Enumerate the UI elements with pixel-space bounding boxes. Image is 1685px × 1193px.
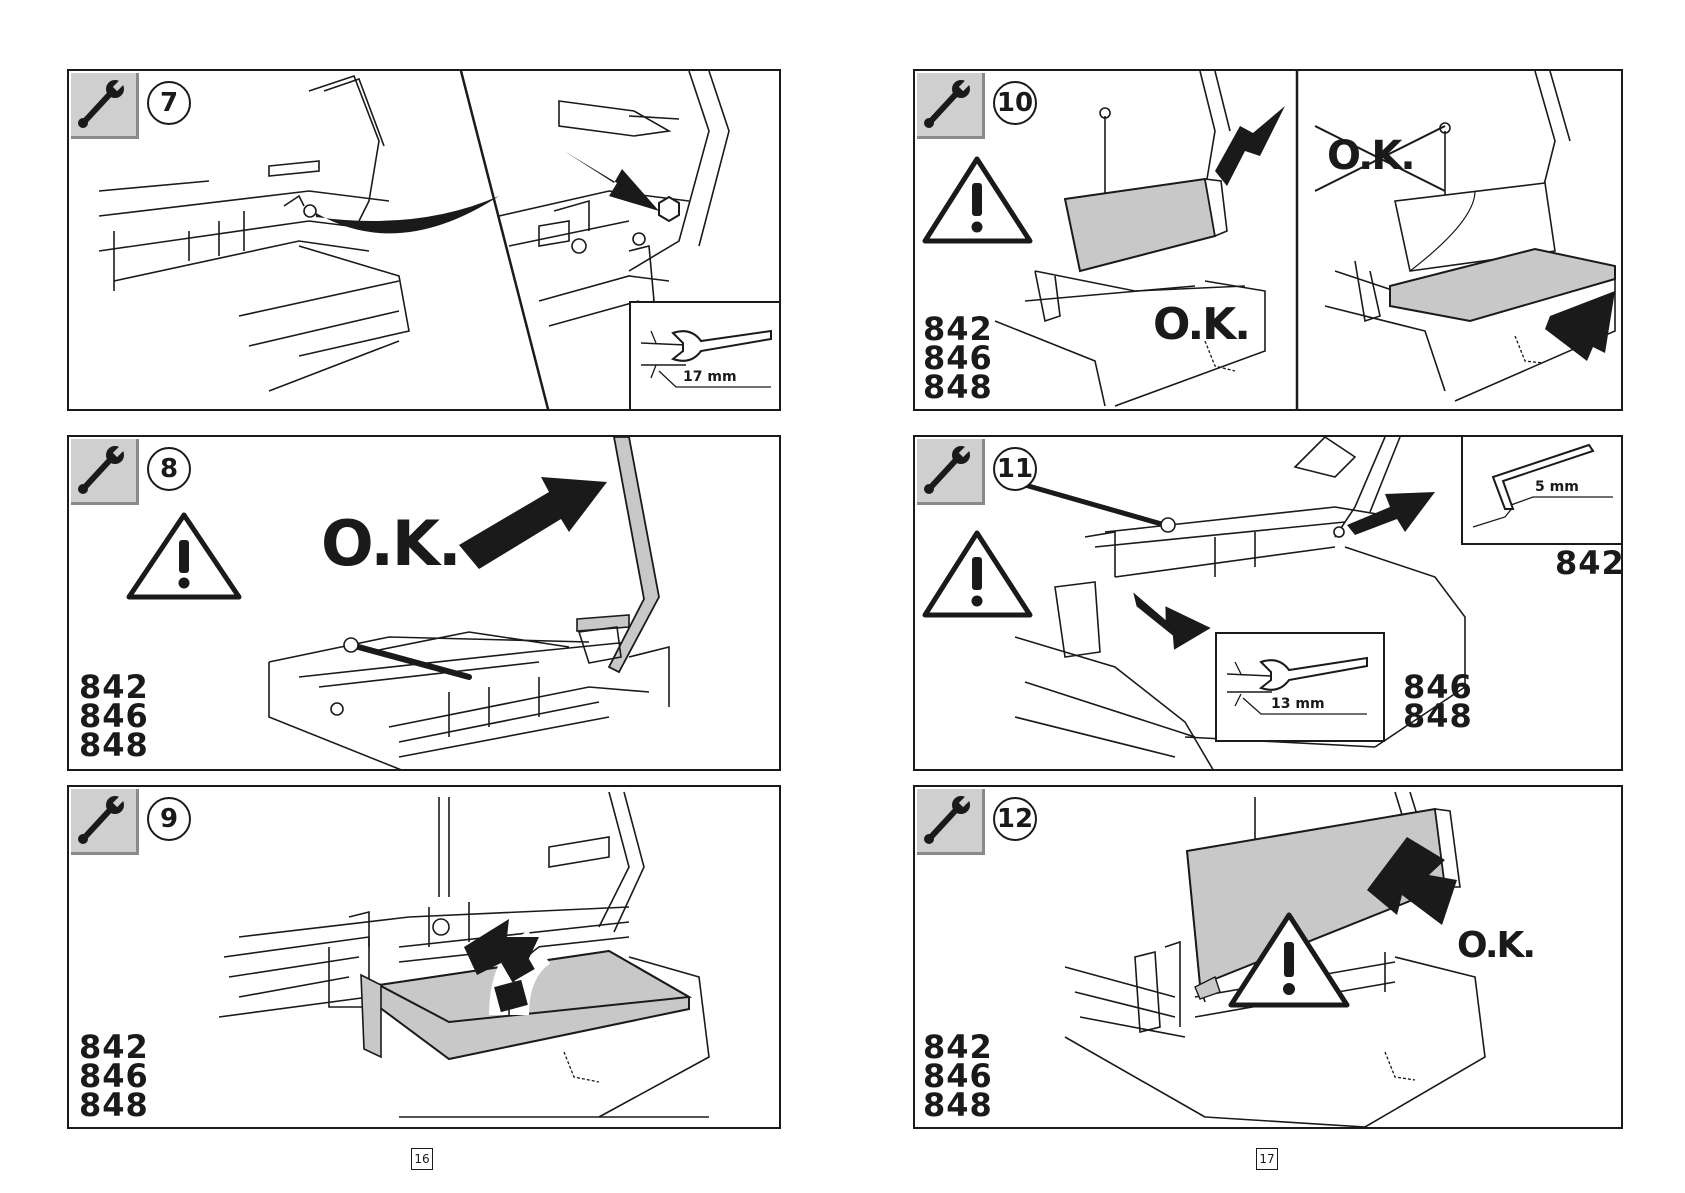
model-list: 842 846 848 (79, 673, 149, 760)
arrow-icon (564, 151, 659, 211)
wrench-icon (917, 73, 979, 133)
model-number: 848 (923, 1091, 993, 1120)
wrench-icon (917, 789, 979, 849)
wrench-size-label: 17 mm (683, 369, 737, 385)
hex-key-size-label: 5 mm (1535, 479, 1579, 495)
step-panel-12: 12 O.K. 842 846 848 (913, 785, 1623, 1129)
wrench-icon (71, 439, 133, 499)
model-list: 842 846 848 (923, 315, 993, 402)
ok-label: O.K. (321, 507, 460, 580)
wrench-icon (71, 789, 133, 849)
warning-triangle-icon (129, 515, 239, 597)
model-list: 846 848 (1403, 673, 1473, 731)
wrench-icon (71, 73, 133, 133)
warning-triangle-icon (925, 159, 1030, 241)
arrow-icon (1120, 592, 1214, 659)
wrench-icon-box (917, 73, 985, 139)
page-number-right: 17 (1256, 1148, 1278, 1170)
step-number: 9 (147, 797, 191, 841)
open-wrench-icon (1217, 634, 1383, 740)
step-number: 7 (147, 81, 191, 125)
model-number: 848 (923, 373, 993, 402)
step-panel-9: 9 842 846 848 (67, 785, 781, 1129)
model-number: 848 (79, 731, 149, 760)
wrench-icon-box (917, 439, 985, 505)
arrow-icon (1347, 492, 1435, 535)
ok-label: O.K. (1457, 925, 1534, 966)
hex-key-inset: 5 mm (1461, 437, 1623, 545)
step-number: 10 (993, 81, 1037, 125)
wrench-icon-box (71, 439, 139, 505)
arrow-icon (459, 477, 607, 569)
wrench-icon (917, 439, 979, 499)
step-number: 8 (147, 447, 191, 491)
step-number: 11 (993, 447, 1037, 491)
step-number: 12 (993, 797, 1037, 841)
wrench-size-inset: 17 mm (629, 301, 781, 411)
warning-triangle-icon (925, 533, 1030, 615)
model-list: 842 846 848 (923, 1033, 993, 1120)
step-panel-10: 10 O.K. O.K. 842 846 848 (913, 69, 1623, 411)
model-number: 848 (79, 1091, 149, 1120)
step-panel-11: 11 5 mm 842 13 mm 846 848 (913, 435, 1623, 771)
wrench-size-inset: 13 mm (1215, 632, 1385, 742)
model-number: 848 (1403, 702, 1473, 731)
arrow-icon (1545, 291, 1615, 361)
wrench-icon-box (71, 789, 139, 855)
page-number-left: 16 (411, 1148, 433, 1170)
step-panel-7: 7 17 mm (67, 69, 781, 411)
open-wrench-icon (631, 303, 781, 411)
arrow-icon (1215, 106, 1285, 186)
model-list: 842 846 848 (79, 1033, 149, 1120)
ok-label: O.K. (1153, 299, 1249, 350)
wrench-icon-box (71, 73, 139, 139)
step-panel-8: 8 O.K. 842 846 848 (67, 435, 781, 771)
crossed-ok-label: O.K. (1327, 133, 1414, 179)
model-number-single: 842 (1555, 549, 1623, 578)
wrench-icon-box (917, 789, 985, 855)
wrench-size-label: 13 mm (1271, 696, 1325, 712)
model-number: 842 (1555, 549, 1623, 578)
